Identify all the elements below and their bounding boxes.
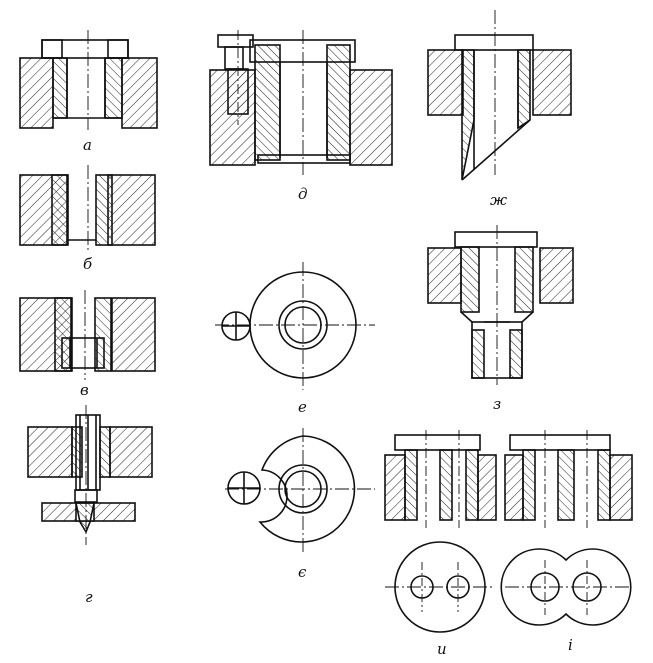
panel-y-section	[384, 430, 497, 528]
panel-label-d: д	[298, 185, 308, 203]
panel-z-drawing	[427, 225, 574, 385]
panel-e1-drawing	[215, 262, 375, 390]
panel-g-drawing	[27, 405, 153, 545]
panel-label-e1: е	[298, 398, 307, 416]
panel-e2-drawing	[225, 428, 375, 555]
panel-a-drawing	[19, 30, 158, 130]
panel-b-drawing	[19, 165, 156, 250]
panel-label-b: б	[83, 255, 93, 273]
panel-label-y: и	[437, 640, 447, 658]
panel-v-drawing	[19, 290, 156, 380]
panel-label-a: а	[83, 136, 92, 154]
panel-d-drawing	[209, 30, 393, 175]
panel-zh-drawing	[427, 10, 572, 181]
panel-y-plan	[385, 541, 495, 633]
panel-label-e2: є	[298, 563, 307, 581]
panel-label-v: в	[80, 381, 89, 399]
panel-label-zh: ж	[490, 191, 508, 209]
panel-label-g: г	[85, 588, 93, 606]
panel-label-i: і	[568, 636, 573, 654]
panel-label-z: з	[493, 395, 502, 413]
panel-i-section	[504, 430, 633, 528]
panel-i-plan	[500, 548, 632, 626]
